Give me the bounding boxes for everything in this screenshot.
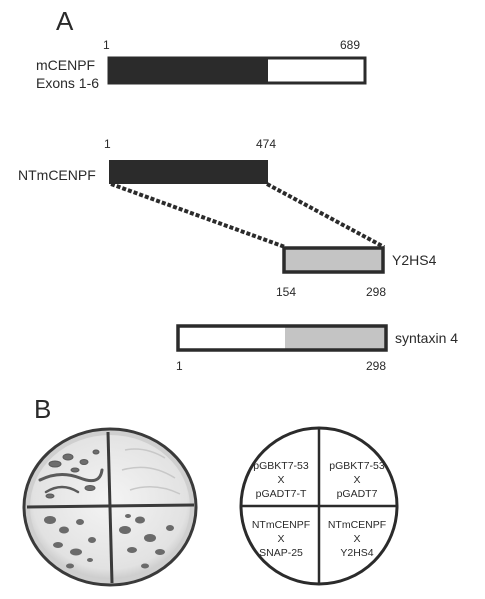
plate-key-diagram: pGBKT7-53 X pGADT7-T pGBKT7-53 X pGADT7 … — [239, 426, 399, 586]
colonies-top-left — [38, 449, 104, 499]
panel-a-letter: A — [56, 6, 74, 36]
quadrant-bottom-left-line2: X — [277, 533, 284, 545]
yeast-plate-photo — [22, 427, 198, 587]
quadrant-top-left-line2: X — [277, 474, 284, 486]
colonies-bottom-left — [44, 516, 96, 569]
mcenpf-bar-dark-segment — [109, 58, 268, 83]
mcenpf-end-number: 689 — [340, 38, 360, 52]
y2hs4-start-number: 154 — [276, 285, 296, 299]
syntaxin4-start-number: 1 — [176, 359, 183, 373]
mcenpf-start-number: 1 — [103, 38, 110, 52]
quadrant-bottom-right-line2: X — [353, 533, 360, 545]
mapping-line-left — [110, 182, 286, 249]
quadrant-top-left-line1: pGBKT7-53 — [253, 460, 309, 472]
quadrant-top-right-line1: pGBKT7-53 — [329, 460, 385, 472]
y2hs4-label: Y2HS4 — [392, 252, 437, 268]
quadrant-bottom-right-line3: Y2HS4 — [340, 547, 373, 559]
quadrant-top-right-line3: pGADT7 — [337, 488, 378, 500]
quadrant-bottom-left-line1: NTmCENPF — [252, 519, 310, 531]
ntmcenpf-label: NTmCENPF — [18, 167, 96, 183]
mcenpf-label: mCENPF — [36, 57, 95, 73]
mapping-line-right — [266, 182, 385, 249]
colonies-bottom-right — [119, 514, 174, 569]
mcenpf-sublabel: Exons 1-6 — [36, 75, 99, 91]
syntaxin4-bar-white-segment — [178, 326, 285, 350]
syntaxin4-bar — [176, 324, 388, 352]
syntaxin4-bar-outline — [176, 324, 388, 352]
quadrant-top-left-line3: pGADT7-T — [256, 488, 307, 500]
ntmcenpf-end-number: 474 — [256, 137, 276, 151]
syntaxin4-bar-grey-segment — [285, 326, 386, 350]
mcenpf-bar — [107, 56, 367, 85]
y2hs4-bar — [282, 246, 385, 274]
ntmcenpf-bar — [109, 160, 268, 184]
colonies-top-right — [121, 448, 181, 495]
quadrant-top-right-line2: X — [353, 474, 360, 486]
syntaxin4-end-number: 298 — [366, 359, 386, 373]
quadrant-bottom-left-line3: SNAP-25 — [259, 547, 303, 559]
panel-b-letter: B — [34, 394, 51, 424]
ntmcenpf-start-number: 1 — [104, 137, 111, 151]
plate-divider-horizontal — [26, 503, 195, 509]
syntaxin4-label: syntaxin 4 — [395, 330, 458, 346]
y2hs4-end-number: 298 — [366, 285, 386, 299]
quadrant-bottom-right-line1: NTmCENPF — [328, 519, 386, 531]
